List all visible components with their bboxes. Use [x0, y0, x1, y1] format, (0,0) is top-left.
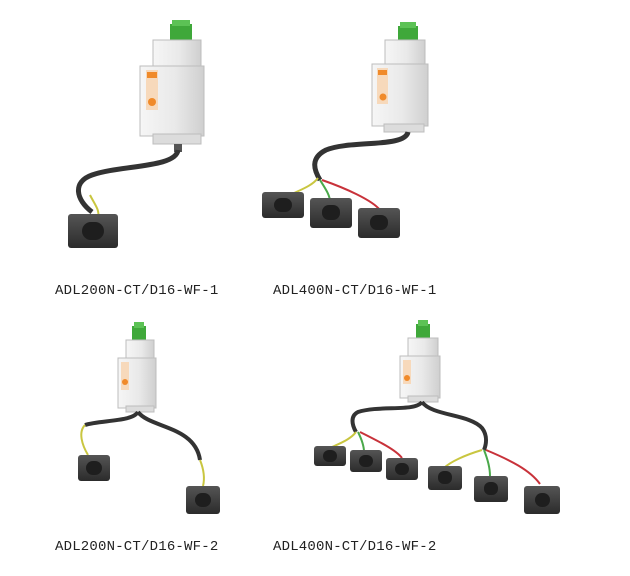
ct-sensor [474, 476, 508, 502]
model-caption-3: ADL200N-CT/D16-WF-2 [55, 539, 219, 555]
meter-adl400n-wf-1 [371, 22, 429, 133]
model-caption-2: ADL400N-CT/D16-WF-1 [273, 283, 437, 299]
meter-adl400n-wf-2 [399, 320, 441, 403]
ct-sensor [428, 466, 462, 490]
model-caption-4: ADL400N-CT/D16-WF-2 [273, 539, 437, 555]
ct-sensor [262, 192, 304, 218]
ct-sensor [524, 486, 560, 514]
meter-adl200n-wf-1 [139, 20, 205, 152]
model-caption-1: ADL200N-CT/D16-WF-1 [55, 283, 219, 299]
ct-sensor [358, 208, 400, 238]
ct-sensor [186, 486, 220, 514]
ct-sensor [68, 214, 118, 248]
meter-adl200n-wf-2 [117, 322, 157, 413]
ct-sensor [310, 198, 352, 228]
cable-1 [76, 149, 181, 214]
ct-sensor [350, 450, 382, 472]
ct-sensor [78, 455, 110, 481]
ct-sensor [386, 458, 418, 480]
ct-sensor [314, 446, 346, 466]
